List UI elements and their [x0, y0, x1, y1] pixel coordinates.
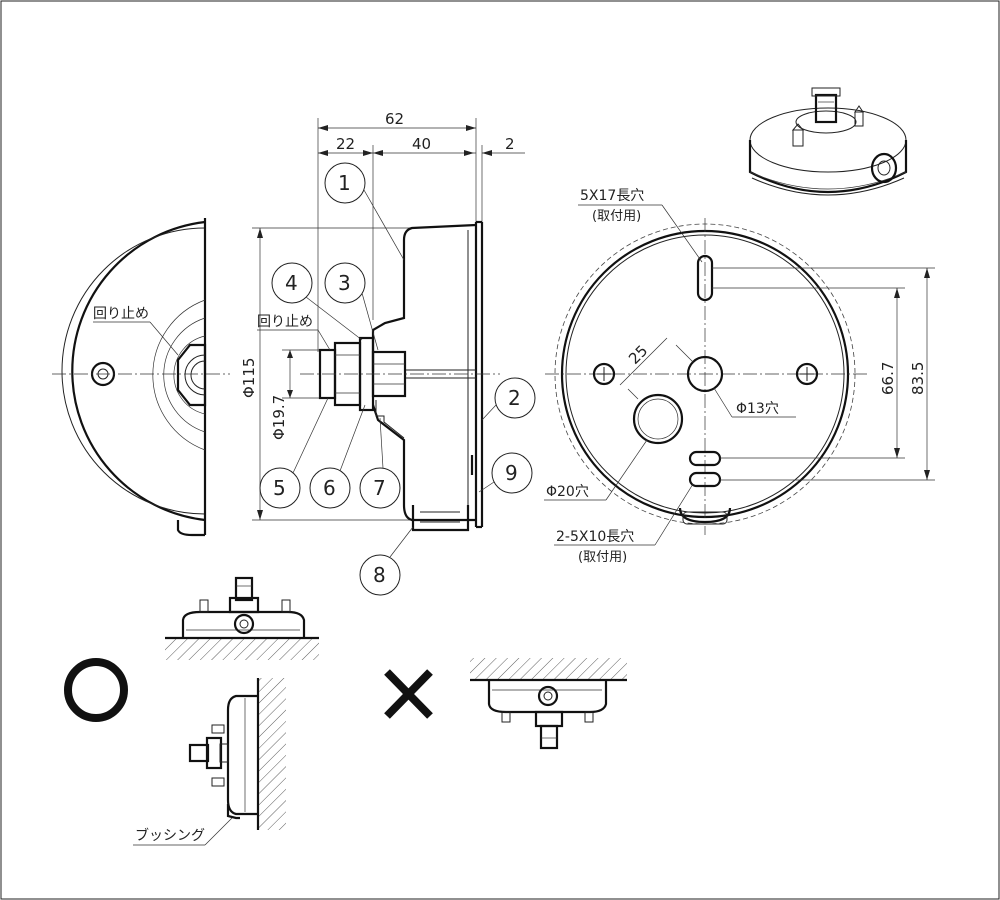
ok-circle-icon — [64, 658, 128, 722]
dim-vertical-a: 66.7 — [879, 362, 897, 395]
screw-left-icon — [592, 362, 616, 386]
hole-20 — [632, 393, 684, 445]
slot-top — [696, 254, 714, 302]
back-view: 25 66.7 83.5 5X17長穴 (取付用) Φ13穴 Φ20穴 2-5X… — [544, 188, 935, 565]
balloon-9: 9 — [505, 461, 518, 485]
label-hole-13: Φ13穴 — [736, 401, 779, 417]
hole-13 — [686, 355, 724, 393]
balloon-8: 8 — [373, 563, 386, 587]
front-half-view: 回り止め — [52, 218, 230, 537]
dim-offset: 25 — [625, 342, 651, 368]
dim-vertical-b: 83.5 — [909, 362, 927, 395]
balloon-1: 1 — [338, 171, 351, 195]
isometric-view — [748, 87, 908, 196]
label-anti-rotation-side: 回り止め — [257, 314, 313, 330]
balloon-7: 7 — [373, 476, 386, 500]
dim-diameter-nipple: Φ19.7 — [270, 395, 288, 440]
label-hole-20: Φ20穴 — [546, 484, 589, 500]
dim-overall-depth: 62 — [385, 110, 404, 128]
label-slot-top: 5X17長穴 — [580, 188, 644, 204]
balloon-2: 2 — [508, 386, 521, 410]
label-bushing: ブッシング — [135, 827, 205, 844]
label-slot-top-sub: (取付用) — [592, 209, 641, 224]
part-balloons: 1 2 3 4 5 6 7 8 9 — [259, 162, 536, 596]
dim-flange: 2 — [505, 135, 515, 153]
dim-depth-a: 22 — [336, 135, 355, 153]
balloon-3: 3 — [338, 271, 351, 295]
ng-cross-icon — [384, 669, 433, 719]
dim-depth-b: 40 — [412, 135, 431, 153]
side-section-view: 62 22 40 2 Φ115 Φ19.7 — [240, 110, 525, 532]
install-floor — [165, 576, 319, 660]
balloon-5: 5 — [273, 476, 286, 500]
label-slot-bottom: 2-5X10長穴 — [556, 529, 634, 545]
label-slot-bottom-sub: (取付用) — [578, 550, 627, 565]
install-ceiling — [470, 658, 627, 750]
install-wall: ブッシング — [133, 678, 286, 846]
dim-diameter-body: Φ115 — [240, 358, 258, 398]
balloon-6: 6 — [323, 476, 336, 500]
balloon-4: 4 — [285, 271, 298, 295]
screw-right-icon — [795, 362, 819, 386]
label-anti-rotation-front: 回り止め — [93, 306, 149, 322]
